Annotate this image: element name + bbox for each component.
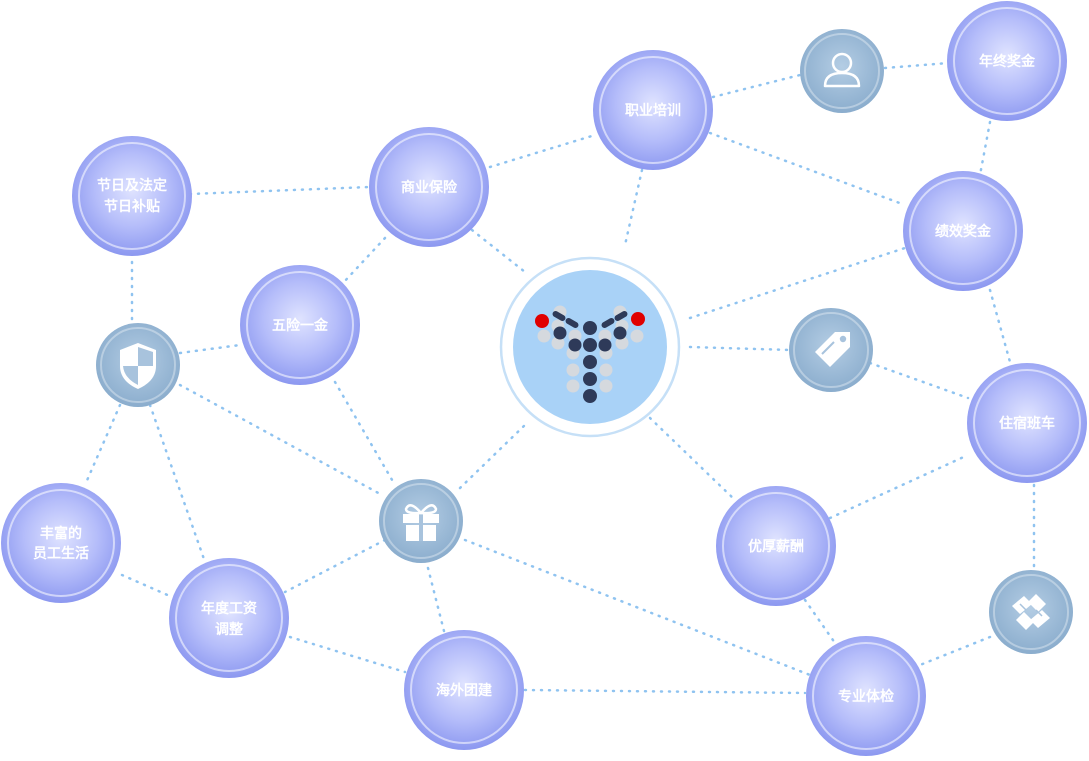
node-social-insurance: 五险一金 xyxy=(240,265,360,385)
node-label: 住宿班车 xyxy=(999,415,1055,432)
node-label: 专业体检 xyxy=(838,688,894,705)
node-holiday-allowance: 节日及法定 节日补贴 xyxy=(72,136,192,256)
connector-line xyxy=(178,343,242,355)
node-commercial-insurance: 商业保险 xyxy=(369,127,489,247)
node-competitive-salary: 优厚薪酬 xyxy=(716,486,836,606)
connector-line xyxy=(333,380,397,487)
connector-line xyxy=(828,453,970,520)
center-logo-node xyxy=(499,256,681,438)
node-label: 海外团建 xyxy=(436,682,492,699)
connector-line xyxy=(708,131,907,207)
connector-line xyxy=(463,538,812,677)
connector-line xyxy=(120,573,174,599)
company-logo xyxy=(535,305,645,403)
node-label: 五险一金 xyxy=(272,317,329,334)
node-label: 节日及法定 xyxy=(97,177,167,194)
connector-line xyxy=(688,246,907,320)
connector-line xyxy=(426,566,447,637)
people-icon xyxy=(800,29,884,113)
node-label: 商业保险 xyxy=(401,179,458,196)
connector-line xyxy=(648,416,737,502)
connector-line xyxy=(178,383,384,497)
shield-icon xyxy=(96,323,180,407)
node-label: 节日补贴 xyxy=(104,198,160,215)
node-label: 优厚薪酬 xyxy=(748,538,804,555)
gift-icon xyxy=(379,479,463,563)
connector-line xyxy=(868,361,970,400)
connector-line xyxy=(488,133,597,169)
node-label: 调整 xyxy=(215,621,244,638)
connector-line xyxy=(688,345,792,352)
node-housing-shuttle: 住宿班车 xyxy=(967,363,1087,483)
connector-line xyxy=(978,120,992,177)
node-label: 丰富的 xyxy=(40,525,82,542)
node-label: 员工生活 xyxy=(33,545,89,562)
handshake-icon xyxy=(989,570,1073,654)
node-label: 职业培训 xyxy=(625,102,681,119)
node-annual-salary-adjustment: 年度工资 调整 xyxy=(169,558,289,678)
node-overseas-team-building: 海外团建 xyxy=(404,630,524,750)
node-label: 年度工资 xyxy=(201,600,257,617)
connector-line xyxy=(883,61,950,70)
connector-line xyxy=(470,228,527,274)
connector-line xyxy=(458,421,529,490)
connector-line xyxy=(918,635,992,667)
connector-line xyxy=(83,403,122,487)
tag-icon xyxy=(789,308,873,392)
node-career-training: 职业培训 xyxy=(593,50,713,170)
connector-line xyxy=(623,168,644,247)
connector-line xyxy=(288,635,407,674)
connector-line xyxy=(283,538,387,594)
node-performance-bonus: 绩效奖金 xyxy=(903,171,1023,291)
node-label: 绩效奖金 xyxy=(935,223,992,240)
connector-line xyxy=(341,236,387,285)
connector-line xyxy=(988,288,1012,364)
node-health-checkup: 专业体检 xyxy=(806,636,926,756)
connector-line xyxy=(523,688,807,695)
node-year-end-bonus: 年终奖金 xyxy=(947,1,1067,121)
connector-line xyxy=(803,598,837,645)
node-label: 年终奖金 xyxy=(979,53,1036,70)
node-employee-life: 丰富的 员工生活 xyxy=(1,483,121,603)
connector-line xyxy=(148,403,207,564)
connector-lines xyxy=(83,61,1036,695)
connector-line xyxy=(711,73,802,99)
connector-line xyxy=(188,185,372,196)
